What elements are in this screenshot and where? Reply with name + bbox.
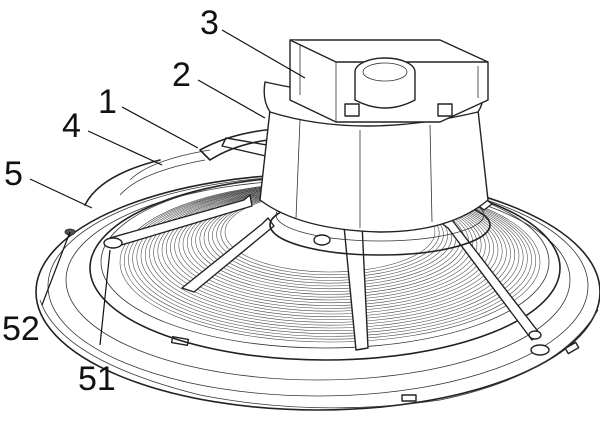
leader-lines [29,29,306,346]
label-part-51: 51 [78,360,116,398]
label-part-3: 3 [200,4,219,42]
label-part-52: 52 [2,310,40,348]
screws [64,228,550,356]
label-part-1: 1 [98,83,117,121]
label-part-2: 2 [172,56,191,94]
label-part-4: 4 [62,107,81,145]
label-part-5: 5 [4,155,23,193]
fan-cap [289,39,489,123]
part-labels: 3 2 1 4 5 52 51 [2,4,219,398]
